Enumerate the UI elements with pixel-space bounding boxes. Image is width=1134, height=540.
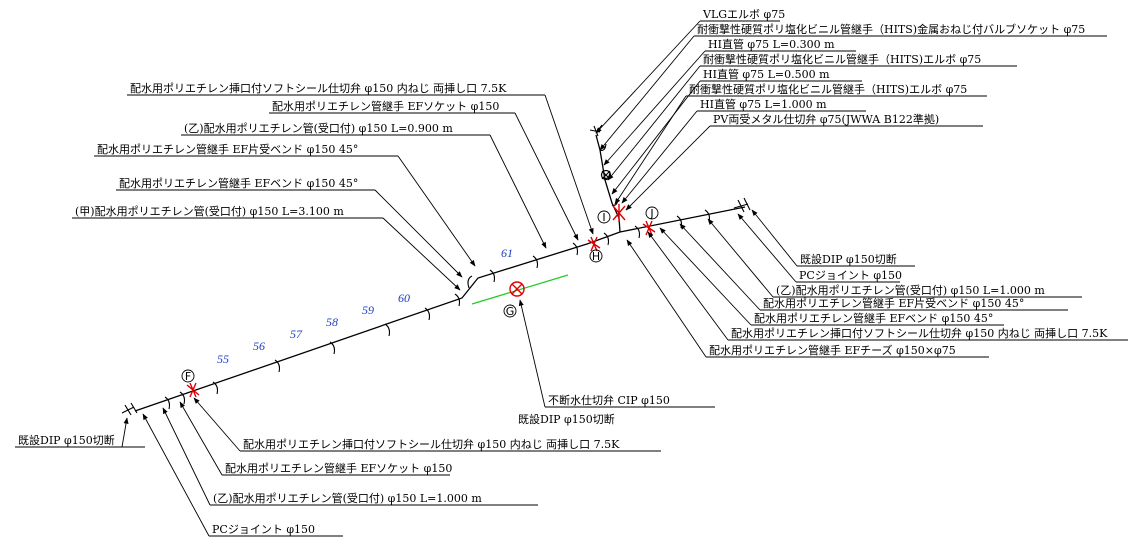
pipe-joints (164, 143, 711, 410)
label-ef-tee-right: 配水用ポリエチレン管継手 EFチーズ φ150×φ75 (709, 343, 956, 357)
label-soft-seal-valve-top: 配水用ポリエチレン挿口付ソフトシール仕切弁 φ150 内ねじ 両挿し口 7.5K (130, 81, 507, 95)
label-existing-dip-center: 既設DIP φ150切断 (518, 412, 615, 426)
label-otsu-pipe-0900: (乙)配水用ポリエチレン管(受口付) φ150 L=0.900 m (184, 121, 453, 135)
valve-i (612, 204, 626, 222)
left-cut-end (121, 402, 138, 416)
label-hi-pipe-1000: HI直管 φ75 L=1.000 m (700, 97, 827, 111)
label-otsu-pipe-1000-bottom: (乙)配水用ポリエチレン管(受口付) φ150 L=1.000 m (213, 491, 482, 505)
label-soft-seal-valve-bottom: 配水用ポリエチレン挿口付ソフトシール仕切弁 φ150 内ねじ 両挿し口 7.5K (243, 437, 620, 451)
marker-g-label: G (506, 305, 515, 318)
marker-j-label: J (649, 207, 653, 220)
label-continuous-valve: 不断水仕切弁 CIP φ150 (548, 393, 670, 407)
marker-i: I (597, 210, 611, 224)
pipe-number-55: 55 (217, 352, 229, 366)
label-hi-pipe-0300: HI直管 φ75 L=0.300 m (708, 37, 835, 51)
label-ef-bend-top: 配水用ポリエチレン管継手 EFベンド φ150 45° (119, 176, 358, 190)
callouts-top-right: VLGエルボ φ75 耐衝撃性硬質ポリ塩化ビニル管継手（HITS)金属おねじ付バ… (595, 8, 1107, 211)
label-ef-single-bend-right: 配水用ポリエチレン管継手 EF片受ベンド φ150 45° (763, 296, 1024, 310)
label-existing-dip-right: 既設DIP φ150切断 (800, 252, 897, 266)
marker-h: H (589, 249, 603, 263)
marker-f: F (181, 369, 195, 383)
label-soft-seal-valve-right: 配水用ポリエチレン挿口付ソフトシール仕切弁 φ150 内ねじ 両挿し口 7.5K (731, 326, 1108, 340)
valve-f (186, 382, 200, 398)
callouts-center: 不断水仕切弁 CIP φ150 既設DIP φ150切断 (518, 299, 715, 426)
label-vlg-elbow: VLGエルボ φ75 (702, 8, 785, 21)
marker-j: J (645, 206, 659, 220)
label-hits-elbow-1: 耐衝撃性硬質ポリ塩化ビニル管継手（HITS)エルボ φ75 (703, 52, 981, 66)
label-ef-socket-top: 配水用ポリエチレン管継手 EFソケット φ150 (272, 99, 499, 113)
label-hi-pipe-0500: HI直管 φ75 L=0.500 m (703, 67, 830, 81)
existing-main-line (471, 274, 569, 305)
label-existing-dip-left: 既設DIP φ150切断 (18, 433, 115, 447)
pipe-number-59: 59 (362, 303, 374, 317)
marker-f-label: F (185, 370, 191, 383)
callouts-top-left: 配水用ポリエチレン挿口付ソフトシール仕切弁 φ150 内ねじ 両挿し口 7.5K… (72, 81, 594, 291)
label-pc-joint-bottom: PCジョイント φ150 (212, 523, 315, 536)
marker-h-label: H (592, 250, 600, 263)
label-pv-metal-gate-valve: PV両受メタル仕切弁 φ75(JWWA B122準拠) (713, 112, 939, 126)
label-ef-socket-bottom: 配水用ポリエチレン管継手 EFソケット φ150 (225, 461, 452, 475)
label-otsu-pipe-1000-right: (乙)配水用ポリエチレン管(受口付) φ150 L=1.000 m (776, 283, 1045, 297)
label-ef-bend-right: 配水用ポリエチレン管継手 EFベンド φ150 45° (754, 311, 993, 325)
label-hits-elbow-2: 耐衝撃性硬質ポリ塩化ビニル管継手（HITS)エルボ φ75 (689, 82, 967, 96)
callouts-bottom-left: 既設DIP φ150切断 配水用ポリエチレン挿口付ソフトシール仕切弁 φ150 … (15, 397, 661, 537)
pipe-number-60: 60 (398, 291, 410, 305)
label-hits-valve-socket: 耐衝撃性硬質ポリ塩化ビニル管継手（HITS)金属おねじ付バルブソケット φ75 (697, 22, 1085, 36)
vlg-elbow-end (589, 124, 603, 137)
pipe-number-57: 57 (290, 327, 303, 341)
pipe-number-61: 61 (501, 246, 513, 260)
label-kou-pipe-3100: (甲)配水用ポリエチレン管(受口付) φ150 L=3.100 m (75, 204, 344, 218)
valve-h (587, 236, 601, 252)
marker-g: G (503, 304, 517, 318)
label-ef-single-bend-top: 配水用ポリエチレン管継手 EF片受ベンド φ150 45° (97, 142, 358, 156)
callouts-right: 既設DIP φ150切断 PCジョイント φ150 (乙)配水用ポリエチレン管(… (626, 209, 1128, 358)
label-pc-joint-right: PCジョイント φ150 (799, 269, 902, 282)
valve-g (509, 281, 525, 297)
right-cut-end (733, 197, 751, 213)
pipe-number-58: 58 (326, 315, 338, 329)
marker-i-label: I (602, 211, 605, 224)
pipe-numbers: 55 56 57 58 59 60 61 (217, 246, 513, 366)
pipe-number-56: 56 (253, 339, 265, 353)
